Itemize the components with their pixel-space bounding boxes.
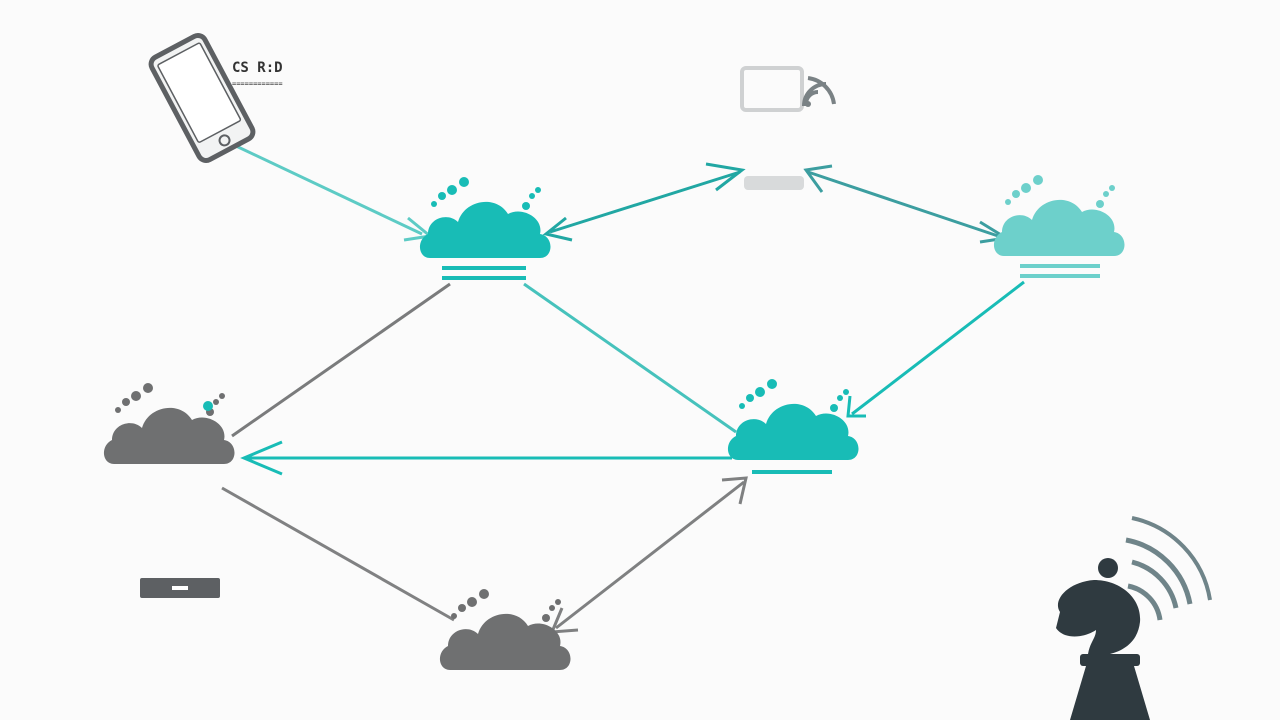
cloud-icon — [993, 175, 1125, 278]
edge-cloud-center-cloud-left — [240, 440, 732, 476]
cloud-icon — [103, 383, 235, 464]
edge-cloud-bottom-cloud-center — [549, 476, 748, 634]
edge-cloud-top-cloud-center — [523, 282, 737, 434]
edge-cloud-top-router — [542, 162, 746, 242]
edge-cloud-right-cloud-center — [846, 280, 1025, 418]
cloud-icon — [419, 177, 551, 280]
edge-phone-to-cloud-top — [235, 144, 434, 242]
edge-router-cloud-right — [803, 164, 1011, 244]
phone-label-line2: ============ — [232, 80, 283, 88]
wireless-router-icon — [740, 66, 836, 190]
smartphone-icon — [148, 33, 256, 163]
phone-label-line1: CS R:D — [232, 60, 283, 76]
cloud-icon — [439, 589, 571, 670]
edge-cloud-left-cloud-bottom — [221, 486, 455, 622]
edge-cloud-top-cloud-left — [231, 282, 451, 438]
minus-device-icon — [140, 578, 220, 598]
chess-knight-wifi-icon — [1056, 516, 1212, 720]
cloud-icon — [727, 379, 859, 474]
